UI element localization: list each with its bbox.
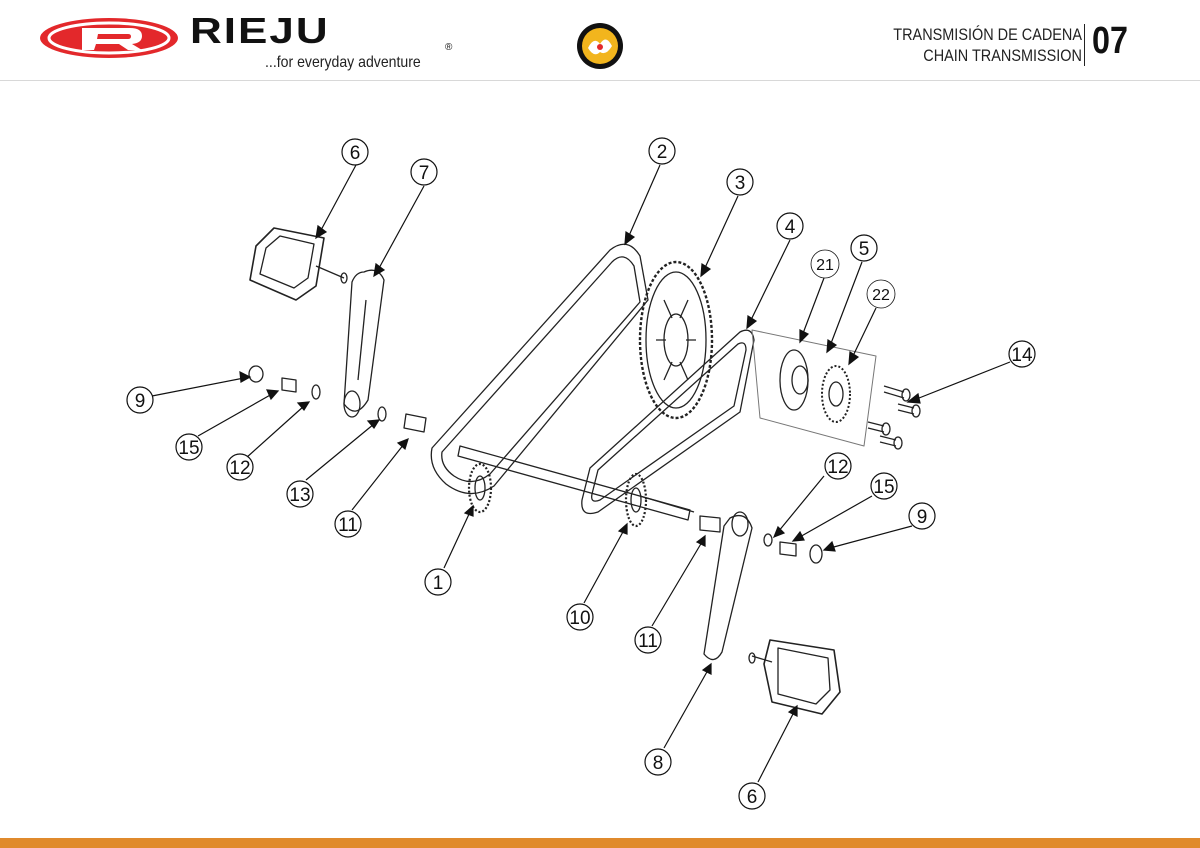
bolts-14 [867, 385, 921, 450]
freewheel-group [751, 329, 877, 447]
registered-mark: ® [445, 42, 453, 53]
pedal-6-bottom [748, 639, 841, 715]
callout-15-right: 15 [873, 477, 894, 498]
callout-4: 4 [785, 217, 796, 238]
callout-6-bottom: 6 [747, 787, 758, 808]
callout-11-right: 11 [638, 631, 658, 652]
callout-7: 7 [419, 163, 430, 184]
section-title: TRANSMISIÓN DE CADENA CHAIN TRANSMISSION [860, 24, 1082, 66]
callout-14: 14 [1011, 345, 1033, 366]
callout-8: 8 [653, 753, 664, 774]
callout-9-left: 9 [135, 391, 146, 412]
main-axle [457, 445, 695, 521]
callout-11-left: 11 [338, 515, 358, 536]
callout-3: 3 [735, 173, 746, 194]
callout-5: 5 [859, 239, 870, 260]
footer-accent-bar [0, 838, 1200, 848]
callout-2: 2 [657, 142, 668, 163]
crank-arm-8 [703, 511, 753, 661]
section-number: 07 [1092, 20, 1128, 62]
callout-1: 1 [433, 573, 444, 594]
rieju-logo-icon [38, 16, 180, 65]
right-small-parts [699, 515, 823, 564]
brand-wordmark: RIEJU [190, 11, 330, 52]
callout-9-right: 9 [917, 507, 928, 528]
chain-2 [430, 243, 649, 495]
title-spanish: TRANSMISIÓN DE CADENA [893, 25, 1082, 44]
callout-12-right: 12 [827, 457, 848, 478]
rye-bike-badge-icon [576, 22, 624, 75]
rear-sprocket-3 [638, 260, 714, 420]
callout-15-left: 15 [178, 438, 199, 459]
leader-lines [151, 164, 1011, 783]
brand-tagline: ...for everyday adventure [265, 54, 421, 71]
callout-21: 21 [816, 257, 834, 274]
crank-arm-7 [343, 269, 385, 418]
sprocket-10 [624, 472, 648, 528]
callout-12-left: 12 [229, 458, 250, 479]
callout-6-top: 6 [350, 143, 361, 164]
page-header: RIEJU ® ...for everyday adventure TRANSM… [0, 0, 1200, 81]
front-sprocket-1 [467, 462, 493, 514]
pedal-6-top [249, 227, 348, 301]
callout-22: 22 [872, 287, 890, 304]
title-divider [1084, 24, 1085, 66]
chain-4 [581, 329, 755, 515]
callout-circles [126, 137, 1036, 810]
callout-13: 13 [289, 485, 310, 506]
callout-10: 10 [569, 608, 590, 629]
title-english: CHAIN TRANSMISSION [923, 46, 1082, 65]
left-small-parts [248, 365, 427, 433]
